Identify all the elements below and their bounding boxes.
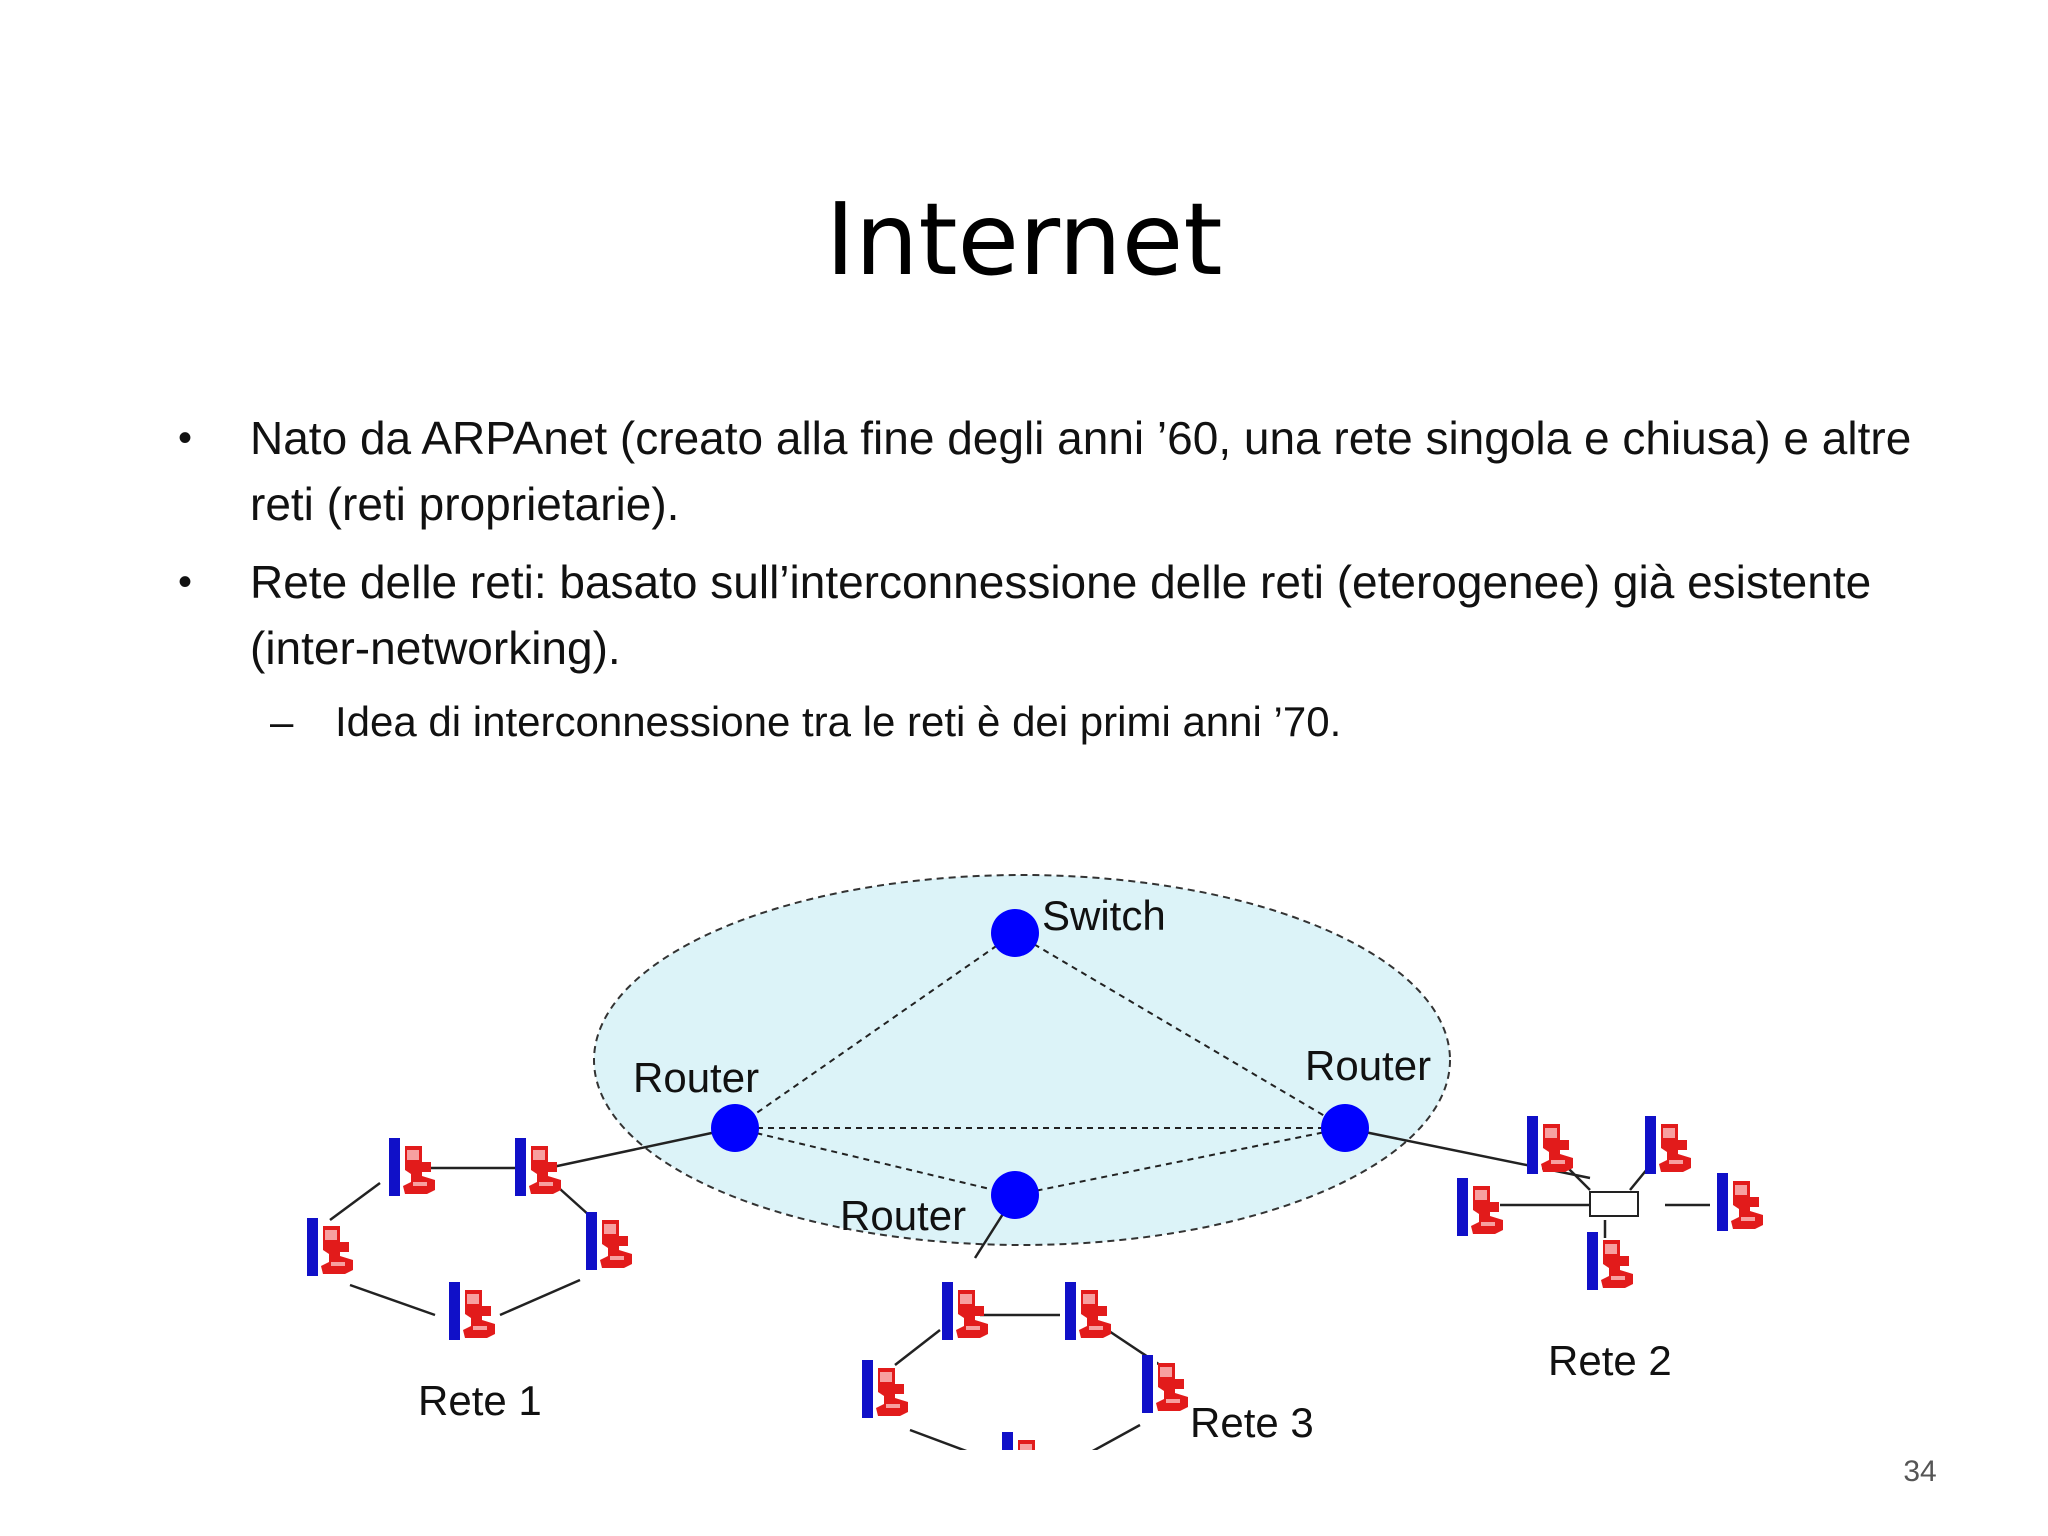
computer-icon — [449, 1282, 495, 1340]
bullet-item: • Rete delle reti: basato sull’interconn… — [170, 549, 1930, 681]
router-node-left — [711, 1104, 759, 1152]
computer-icon — [586, 1212, 632, 1270]
rete1-label: Rete 1 — [418, 1377, 542, 1424]
sub-bullet-item: – Idea di interconnessione tra le reti è… — [170, 691, 1930, 753]
computer-icon — [1142, 1355, 1188, 1413]
switch-node — [991, 909, 1039, 957]
computer-icon — [1527, 1116, 1573, 1174]
rete2-label: Rete 2 — [1548, 1337, 1672, 1384]
slide-title: Internet — [825, 181, 1223, 298]
computer-icon — [1002, 1432, 1048, 1450]
rete3-label: Rete 3 — [1190, 1399, 1314, 1446]
backbone-cloud — [593, 874, 1451, 1246]
computer-icon — [942, 1282, 988, 1340]
hub-box — [1589, 1191, 1639, 1217]
computer-icon — [389, 1138, 435, 1196]
router-label-right: Router — [1305, 1042, 1431, 1089]
router-label-bottom: Router — [840, 1192, 966, 1239]
computer-icon — [1717, 1173, 1763, 1231]
dash-icon: – — [270, 698, 294, 745]
switch-label: Switch — [1042, 892, 1166, 939]
bullet-text: Rete delle reti: basato sull’interconnes… — [250, 556, 1872, 674]
bullet-list: • Nato da ARPAnet (creato alla fine degl… — [170, 405, 1930, 753]
router-node-bottom — [991, 1171, 1039, 1219]
computer-icon — [1457, 1178, 1503, 1236]
page-number: 34 — [1903, 1455, 1937, 1488]
router-node-right — [1321, 1104, 1369, 1152]
rete3-computers — [862, 1282, 1188, 1450]
sub-bullet-text: Idea di interconnessione tra le reti è d… — [335, 698, 1342, 745]
bullet-item: • Nato da ARPAnet (creato alla fine degl… — [170, 405, 1930, 537]
computer-icon — [1587, 1232, 1633, 1290]
router-label-left: Router — [633, 1054, 759, 1101]
computer-icon — [1065, 1282, 1111, 1340]
bullet-text: Nato da ARPAnet (creato alla fine degli … — [250, 412, 1912, 530]
computer-icon — [862, 1360, 908, 1418]
computer-icon — [1645, 1116, 1691, 1174]
bullet-icon: • — [178, 560, 193, 604]
computer-icon — [515, 1138, 561, 1196]
computer-icon — [307, 1218, 353, 1276]
backbone-links — [734, 932, 1346, 1196]
bullet-icon: • — [178, 416, 193, 460]
